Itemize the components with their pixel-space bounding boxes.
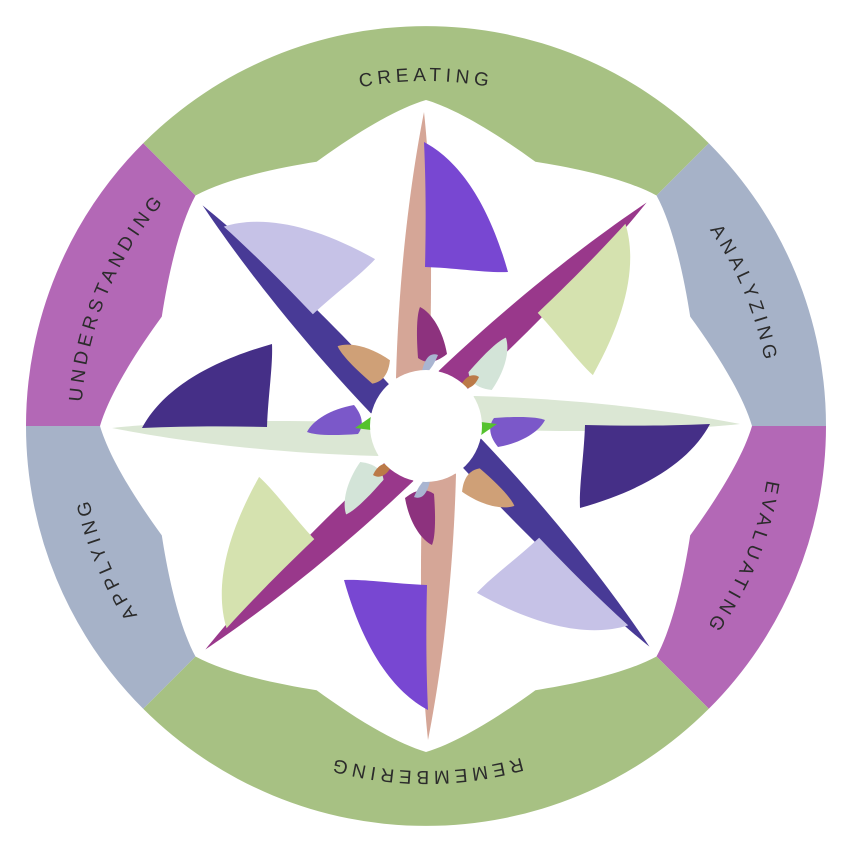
sail-lavender-lower-right: [476, 537, 629, 631]
sail-lavender-upper-left: [223, 221, 376, 315]
hub-fin-sandy-upper-left: [337, 344, 390, 384]
sail-purple-down: [344, 579, 428, 710]
sail-dark-violet-right: [579, 424, 710, 508]
sail-pale-green-lower-left: [221, 476, 315, 629]
sail-pale-green-upper-right: [537, 223, 631, 376]
petal-indigo-upper-left: [202, 205, 397, 414]
hub-fin-violet-right: [490, 416, 545, 447]
sail-dark-violet-left: [142, 344, 273, 428]
hub-fin-violet-left: [307, 405, 362, 436]
hub-fin-plum-up: [416, 307, 447, 362]
center-hole: [370, 370, 482, 482]
hub-fin-plum-down: [405, 490, 436, 545]
sail-purple-up: [424, 142, 508, 273]
petal-magenta-lower-left: [205, 455, 414, 650]
hub-accent-brown-lower-left: [373, 463, 392, 477]
hub-accent-brown-upper-right: [460, 375, 479, 389]
petal-indigo-lower-right: [455, 438, 650, 647]
petal-magenta-upper-right: [438, 202, 647, 397]
hub-fin-sandy-lower-right: [462, 468, 515, 508]
